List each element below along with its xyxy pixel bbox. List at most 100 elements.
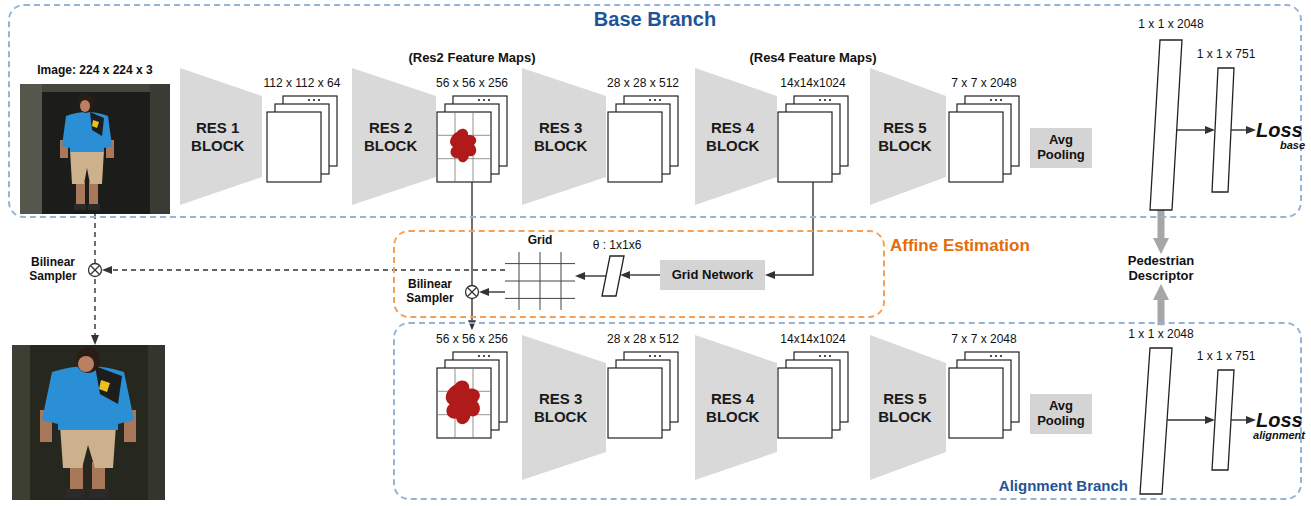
dimension-label: 1 x 1 x 2048	[1128, 328, 1193, 342]
box-label: Avg Pooling	[1034, 399, 1088, 429]
loss-text: Loss	[1256, 409, 1303, 432]
descriptor-label: Pedestrian Descriptor	[1120, 254, 1202, 284]
sampler-label: Bilinear Sampler	[401, 278, 459, 306]
vector-bar	[1140, 348, 1172, 494]
branch-region: Alignment Branch 56 x 56 x 256RES 3 BLOCK…	[393, 322, 1302, 500]
dimension-label: 7 x 7 x 2048	[951, 333, 1016, 347]
bilinear-sampler: Bilinear Sampler	[401, 278, 480, 306]
loss-text: base	[1280, 139, 1305, 152]
res-block: RES 4 BLOCK	[695, 68, 777, 205]
box-label: Grid Network	[672, 268, 754, 283]
feature-map-stack	[608, 96, 678, 182]
dimension-label: 7 x 7 x 2048	[951, 77, 1016, 91]
res-block: RES 5 BLOCK	[870, 335, 946, 480]
feature-map-stack	[778, 352, 848, 438]
input-photo	[20, 84, 170, 214]
feature-map: 112 x 112 x 64	[264, 77, 341, 182]
vector-bar	[1150, 40, 1182, 210]
res-block: RES 5 BLOCK	[870, 68, 946, 205]
dimension-label: 1 x 1 x 751	[1197, 350, 1256, 364]
res-block: RES 4 BLOCK	[695, 335, 777, 480]
image-label: Image: 224 x 224 x 3	[37, 64, 152, 78]
res-block: RES 3 BLOCK	[522, 335, 606, 480]
connector-arrow	[1177, 129, 1205, 130]
dimension-label: 28 x 28 x 512	[607, 333, 679, 347]
grid-label: Grid	[528, 234, 553, 248]
connector-arrow	[471, 182, 472, 285]
loss-text: alignment	[1253, 429, 1305, 442]
feature-map-stack	[437, 352, 507, 438]
grid-lines	[505, 252, 575, 310]
vector-bar	[1212, 370, 1234, 470]
block-label: RES 1 BLOCK	[188, 119, 248, 154]
block-label: RES 5 BLOCK	[875, 390, 935, 425]
res-block: RES 2 BLOCK	[352, 68, 436, 205]
feature-vector: 1 x 1 x 2048	[1128, 328, 1193, 494]
feature-map: (Res4 Feature Maps) 14x14x1024	[749, 51, 876, 182]
dimension-label: (Res2 Feature Maps)	[408, 51, 535, 66]
feature-vector: 1 x 1 x 751	[1197, 48, 1256, 192]
sampling-grid: Grid	[505, 234, 575, 310]
pooling-box: Avg Pooling	[1030, 128, 1092, 168]
connector-arrow	[489, 291, 505, 292]
feature-map-stack	[778, 96, 848, 182]
block-label: RES 4 BLOCK	[703, 119, 763, 154]
feature-map-stack	[949, 352, 1019, 438]
feature-map-stack	[437, 96, 507, 182]
loss-label: Lossbase	[1256, 119, 1305, 152]
grid-network-box: Grid Network	[660, 260, 765, 290]
box-label: Avg Pooling	[1034, 133, 1088, 163]
sampler-label: Bilinear Sampler	[24, 256, 82, 284]
pooling-box: Avg Pooling	[1030, 394, 1092, 434]
dimension-label: 56 x 56 x 256	[436, 77, 508, 91]
aligned-photo	[12, 345, 165, 500]
vector-bar	[602, 256, 624, 296]
affine-region: Affine EstimationGrid Networkθ : 1x1x6Gr…	[393, 230, 885, 318]
feature-map: 7 x 7 x 2048	[949, 333, 1019, 438]
theta-vector: θ : 1x1x6	[593, 239, 642, 296]
connector-arrow	[1167, 419, 1205, 420]
loss-text: Loss	[1256, 119, 1303, 142]
block-label: RES 3 BLOCK	[531, 390, 591, 425]
branch-region: Base BranchImage: 224 x 224 x 3 RES 1 BLO…	[8, 4, 1302, 218]
feature-vector: 1 x 1 x 2048	[1138, 18, 1203, 210]
block-label: RES 2 BLOCK	[361, 119, 421, 154]
dashed-connector	[112, 269, 505, 270]
region-title: Base Branch	[594, 8, 716, 31]
block-label: RES 4 BLOCK	[703, 390, 763, 425]
sampler-output-arrow	[94, 279, 95, 335]
feature-map: 14x14x1024	[778, 333, 848, 438]
connector-arrow	[1231, 129, 1246, 130]
feature-vector: 1 x 1 x 751	[1197, 350, 1256, 470]
block-label: RES 3 BLOCK	[531, 119, 591, 154]
region-title: Affine Estimation	[890, 236, 1030, 256]
feature-map-stack	[949, 96, 1019, 182]
dimension-label: θ : 1x1x6	[593, 239, 642, 253]
descriptor-text: Pedestrian Descriptor	[1120, 254, 1202, 284]
feature-map-stack	[267, 96, 337, 182]
connector-arrow	[1231, 419, 1246, 420]
feature-map: 56 x 56 x 256	[436, 333, 508, 438]
input-image: Image: 224 x 224 x 3	[20, 64, 170, 214]
sampler-symbol	[88, 263, 102, 277]
block-label: RES 5 BLOCK	[875, 119, 935, 154]
connector-arrow	[775, 182, 813, 275]
connector-arrow	[585, 275, 606, 276]
dimension-label: 112 x 112 x 64	[264, 77, 341, 91]
feature-map: 7 x 7 x 2048	[949, 77, 1019, 182]
feature-map: (Res2 Feature Maps) 56 x 56 x 256	[408, 51, 535, 182]
dimension-label: 1 x 1 x 2048	[1138, 18, 1203, 32]
connector-arrow	[630, 274, 660, 275]
bilinear-sampler: Bilinear Sampler	[24, 256, 103, 284]
dimension-label: 56 x 56 x 256	[436, 333, 508, 347]
vector-bar	[1212, 68, 1234, 192]
region-title: Alignment Branch	[999, 477, 1128, 494]
dashed-connector	[94, 214, 95, 263]
feature-map: 28 x 28 x 512	[607, 333, 679, 438]
dimension-label: 14x14x1024	[780, 77, 845, 91]
merge-arrow	[1158, 210, 1165, 238]
feature-map: 28 x 28 x 512	[607, 77, 679, 182]
dimension-label: 14x14x1024	[780, 333, 845, 347]
dimension-label: (Res4 Feature Maps)	[749, 51, 876, 66]
loss-label: Lossalignment	[1253, 409, 1305, 442]
